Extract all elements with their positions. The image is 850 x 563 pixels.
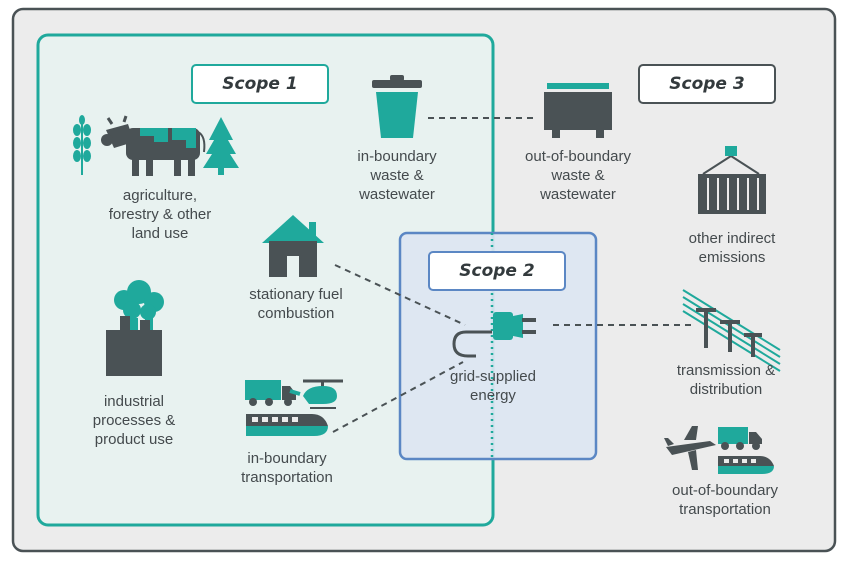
- plug-icon: [452, 312, 536, 358]
- label-transmission: transmission & distribution: [676, 362, 776, 398]
- truck-out-icon: [718, 427, 762, 450]
- label-grid: grid-supplied energy: [450, 368, 536, 404]
- label-industrial: industrial processes & product use: [92, 393, 176, 448]
- scope3-badge: Scope 3: [638, 64, 776, 104]
- factory-icon: [106, 280, 164, 376]
- power-pylons-icon: [696, 308, 762, 357]
- waste-bin-out-icon: [544, 83, 612, 138]
- transport-grid-connector: [332, 361, 464, 433]
- label-other-indirect: other indirect emissions: [688, 230, 776, 266]
- label-transport-out: out-of-boundary transportation: [672, 482, 778, 518]
- wheat-icon: [73, 115, 91, 175]
- train-icon: [246, 414, 328, 436]
- truck-icon: [245, 380, 296, 406]
- airplane-icon: [664, 426, 716, 470]
- scope2-badge: Scope 2: [428, 251, 566, 291]
- helicopter-icon: [289, 379, 343, 409]
- label-transport-in: in-boundary transportation: [241, 450, 333, 486]
- house-icon: [262, 215, 324, 277]
- waste-bin-in-icon: [372, 75, 422, 138]
- stationary-grid-connector: [334, 264, 466, 326]
- label-waste-in: in-boundary waste & wastewater: [357, 148, 437, 203]
- label-afolu: agriculture, forestry & other land use: [108, 187, 212, 242]
- scope1-badge: Scope 1: [191, 64, 329, 104]
- train-out-icon: [718, 456, 774, 474]
- label-waste-out: out-of-boundary waste & wastewater: [525, 148, 631, 203]
- tree-icon: [203, 117, 239, 175]
- cow-icon: [101, 115, 206, 176]
- label-stationary: stationary fuel combustion: [249, 286, 343, 322]
- shipping-container-icon: [698, 146, 766, 214]
